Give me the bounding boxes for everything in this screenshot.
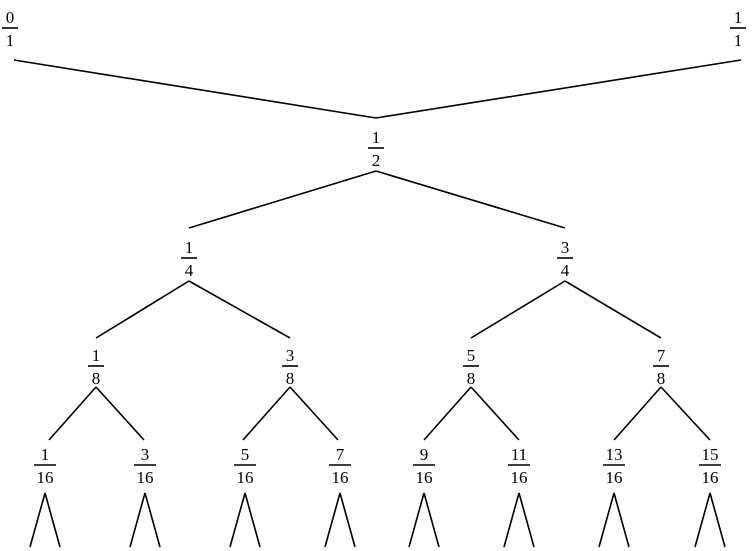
tree-edge-n3_4-n5_8	[470, 280, 566, 339]
fraction-numerator: 1	[372, 128, 381, 147]
fraction-node-n5_8: 58	[463, 346, 479, 388]
fraction-numerator: 0	[6, 8, 15, 27]
tree-edge-n3_16-continuation-right	[144, 492, 161, 548]
fraction-numerator: 13	[606, 445, 623, 464]
fraction-numerator: 9	[420, 445, 429, 464]
tree-edge-n9_16-continuation-right	[423, 492, 440, 548]
fraction-denominator: 16	[332, 468, 349, 487]
tree-edge-n15_16-continuation-left	[694, 492, 711, 548]
fraction-denominator: 16	[606, 468, 623, 487]
fraction-node-n0_1: 01	[2, 8, 18, 50]
tree-edge-n1_16-continuation-right	[44, 492, 61, 548]
tree-edge-n1_8-n3_16	[95, 386, 145, 441]
fraction-node-n5_16: 516	[234, 445, 256, 487]
tree-edge-n1_16-continuation-left	[29, 492, 46, 548]
tree-edge-n3_16-continuation-left	[129, 492, 146, 548]
fraction-denominator: 8	[92, 369, 101, 388]
tree-edge-n7_8-n13_16	[613, 386, 662, 441]
fraction-denominator: 16	[702, 468, 719, 487]
fraction-node-n1_4: 14	[181, 238, 197, 280]
fraction-denominator: 16	[511, 468, 528, 487]
tree-edge-n5_16-continuation-left	[229, 492, 246, 548]
fraction-denominator: 8	[657, 369, 666, 388]
fraction-numerator: 3	[286, 346, 295, 365]
fraction-denominator: 8	[286, 369, 295, 388]
tree-edge-n1_2-n1_4	[188, 170, 377, 229]
fraction-numerator: 15	[702, 445, 719, 464]
tree-edge-n7_16-continuation-right	[339, 492, 356, 548]
fraction-numerator: 11	[511, 445, 527, 464]
tree-edge-n1_4-n3_8	[188, 280, 291, 339]
tree-edges	[13, 59, 742, 548]
fraction-node-n1_8: 18	[88, 346, 104, 388]
tree-edge-n1_1-n1_2	[375, 59, 742, 119]
tree-edge-n3_4-n7_8	[564, 280, 662, 339]
tree-edge-n1_8-n1_16	[48, 386, 97, 441]
fraction-numerator: 5	[467, 346, 476, 365]
fraction-numerator: 1	[92, 346, 101, 365]
fraction-denominator: 16	[37, 468, 54, 487]
fraction-denominator: 16	[137, 468, 154, 487]
fraction-denominator: 4	[561, 261, 570, 280]
fraction-denominator: 4	[185, 261, 194, 280]
tree-edge-n0_1-n1_2	[13, 59, 377, 119]
fraction-node-n7_16: 716	[329, 445, 351, 487]
fraction-node-n1_16: 116	[34, 445, 56, 487]
tree-edge-n1_4-n1_8	[95, 280, 190, 339]
fraction-node-n3_8: 38	[282, 346, 298, 388]
tree-edge-n9_16-continuation-left	[408, 492, 425, 548]
fraction-numerator: 7	[336, 445, 345, 464]
tree-edge-n11_16-continuation-left	[503, 492, 520, 548]
fraction-numerator: 3	[561, 238, 570, 257]
fraction-node-n1_1: 11	[730, 8, 746, 50]
tree-edge-n13_16-continuation-left	[598, 492, 615, 548]
fraction-denominator: 2	[372, 151, 381, 170]
tree-edge-n1_2-n3_4	[375, 170, 566, 229]
tree-nodes: 0111121434183858781163165167169161116131…	[2, 8, 746, 487]
fraction-numerator: 7	[657, 346, 666, 365]
fraction-node-n1_2: 12	[368, 128, 384, 170]
tree-edge-n15_16-continuation-right	[709, 492, 726, 548]
fraction-denominator: 8	[467, 369, 476, 388]
fraction-denominator: 1	[734, 31, 743, 50]
tree-edge-n13_16-continuation-right	[613, 492, 630, 548]
fraction-numerator: 1	[41, 445, 50, 464]
tree-edge-n3_8-n7_16	[289, 386, 339, 441]
fraction-numerator: 1	[185, 238, 194, 257]
fraction-numerator: 1	[734, 8, 743, 27]
fraction-denominator: 16	[416, 468, 433, 487]
tree-edge-n5_16-continuation-right	[244, 492, 261, 548]
fraction-node-n3_16: 316	[134, 445, 156, 487]
fraction-node-n3_4: 34	[557, 238, 573, 280]
fraction-node-n9_16: 916	[413, 445, 435, 487]
fraction-node-n7_8: 78	[653, 346, 669, 388]
tree-edge-n7_8-n15_16	[660, 386, 711, 441]
tree-edge-n3_8-n5_16	[242, 386, 291, 441]
tree-edge-n5_8-n11_16	[470, 386, 520, 441]
tree-edge-n5_8-n9_16	[423, 386, 472, 441]
fraction-denominator: 1	[6, 31, 15, 50]
fraction-numerator: 3	[141, 445, 150, 464]
fraction-denominator: 16	[237, 468, 254, 487]
tree-edge-n11_16-continuation-right	[518, 492, 535, 548]
fraction-numerator: 5	[241, 445, 250, 464]
tree-edge-n7_16-continuation-left	[324, 492, 341, 548]
